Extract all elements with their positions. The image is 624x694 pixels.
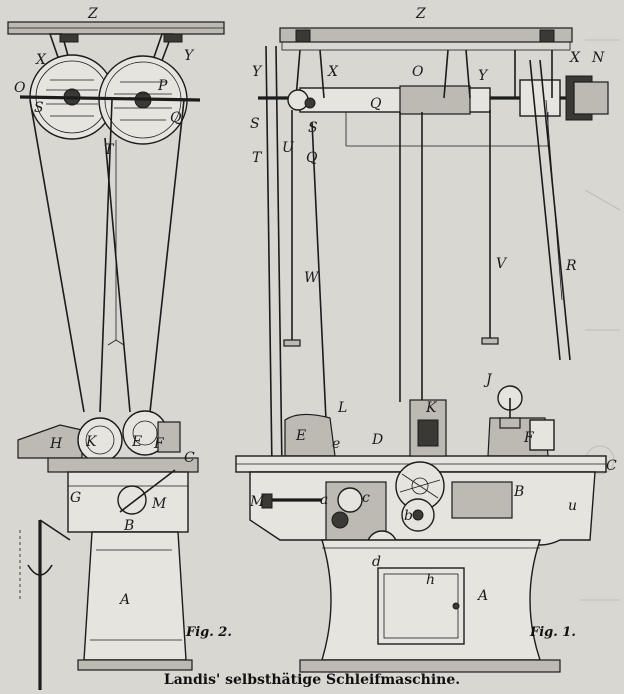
label-A-fig1: A xyxy=(476,588,488,604)
gear-K-fig2 xyxy=(77,417,123,463)
label-Z-top-right: Z xyxy=(415,6,426,22)
label-N-right: N xyxy=(591,50,605,66)
figure-1-front-view xyxy=(235,27,609,673)
label-B-fig2: B xyxy=(123,518,134,534)
label-K-fig1: K xyxy=(425,400,438,416)
label-e: e xyxy=(332,436,340,452)
part-labels: Z Z X Y O S P Q T X O Q Y X N Y S S T U … xyxy=(14,6,617,608)
label-D: D xyxy=(371,432,383,448)
label-h: h xyxy=(426,572,435,588)
access-door xyxy=(377,567,465,645)
label-X-mid: X xyxy=(327,64,339,80)
label-F-fig2: F xyxy=(153,436,165,452)
label-B-fig1: B xyxy=(513,484,524,500)
figure-1-label: Fig. 1. xyxy=(529,625,576,640)
label-E-fig2: E xyxy=(131,434,142,450)
label-C-fig2: C xyxy=(184,450,195,466)
label-W: W xyxy=(304,270,320,286)
label-R: R xyxy=(565,258,577,274)
label-u: u xyxy=(568,498,577,514)
figure-2-label: Fig. 2. xyxy=(185,625,232,640)
label-G-fig2: G xyxy=(70,490,81,506)
column-fig2 xyxy=(83,531,187,661)
label-O-left: O xyxy=(14,80,26,96)
label-P-left: P xyxy=(157,78,168,94)
label-V: V xyxy=(496,256,508,272)
label-L: L xyxy=(337,400,347,416)
label-J: J xyxy=(483,372,493,388)
label-O-mid: O xyxy=(412,64,424,80)
label-T-mid: T xyxy=(252,150,263,166)
label-E-fig1: E xyxy=(295,428,306,444)
label-H-fig2: H xyxy=(49,436,63,452)
label-Z-top-left: Z xyxy=(87,6,98,22)
label-Q-mid: Q xyxy=(370,96,382,112)
label-a: a xyxy=(320,492,328,508)
label-C-fig1: C xyxy=(606,458,617,474)
label-X-right: X xyxy=(569,50,581,66)
label-Q-left: Q xyxy=(170,110,182,126)
label-M-fig2: M xyxy=(151,496,167,512)
headstock-E-fig1 xyxy=(284,413,336,457)
label-F-fig1: F xyxy=(523,430,535,446)
fast-loose-pulleys xyxy=(519,79,561,117)
label-Y-left: Y xyxy=(184,48,195,64)
plate-caption: Landis' selbsthätige Schleifmaschine. xyxy=(164,672,460,688)
label-K-fig2: K xyxy=(85,434,98,450)
label-A-fig2: A xyxy=(118,592,130,608)
ceiling-beam-fig1 xyxy=(279,27,573,43)
label-Y-small: Y xyxy=(252,64,263,80)
label-M-fig1: M xyxy=(249,494,265,510)
label-c: c xyxy=(362,490,370,506)
grinding-head-K xyxy=(409,399,447,457)
label-b: b xyxy=(404,508,413,524)
label-X-left: X xyxy=(35,52,47,68)
label-Y-mid: Y xyxy=(478,68,489,84)
label-T-left: T xyxy=(104,142,115,158)
label-S-mid: S xyxy=(250,116,260,132)
label-S-mid2: S xyxy=(308,120,318,136)
label-Q-mid2: Q xyxy=(306,150,318,166)
bed-fig2 xyxy=(47,457,199,473)
label-d: d xyxy=(372,554,381,570)
figure-2-side-view xyxy=(7,21,225,690)
label-S-left: S xyxy=(34,100,44,116)
label-U-mid: U xyxy=(282,140,295,156)
